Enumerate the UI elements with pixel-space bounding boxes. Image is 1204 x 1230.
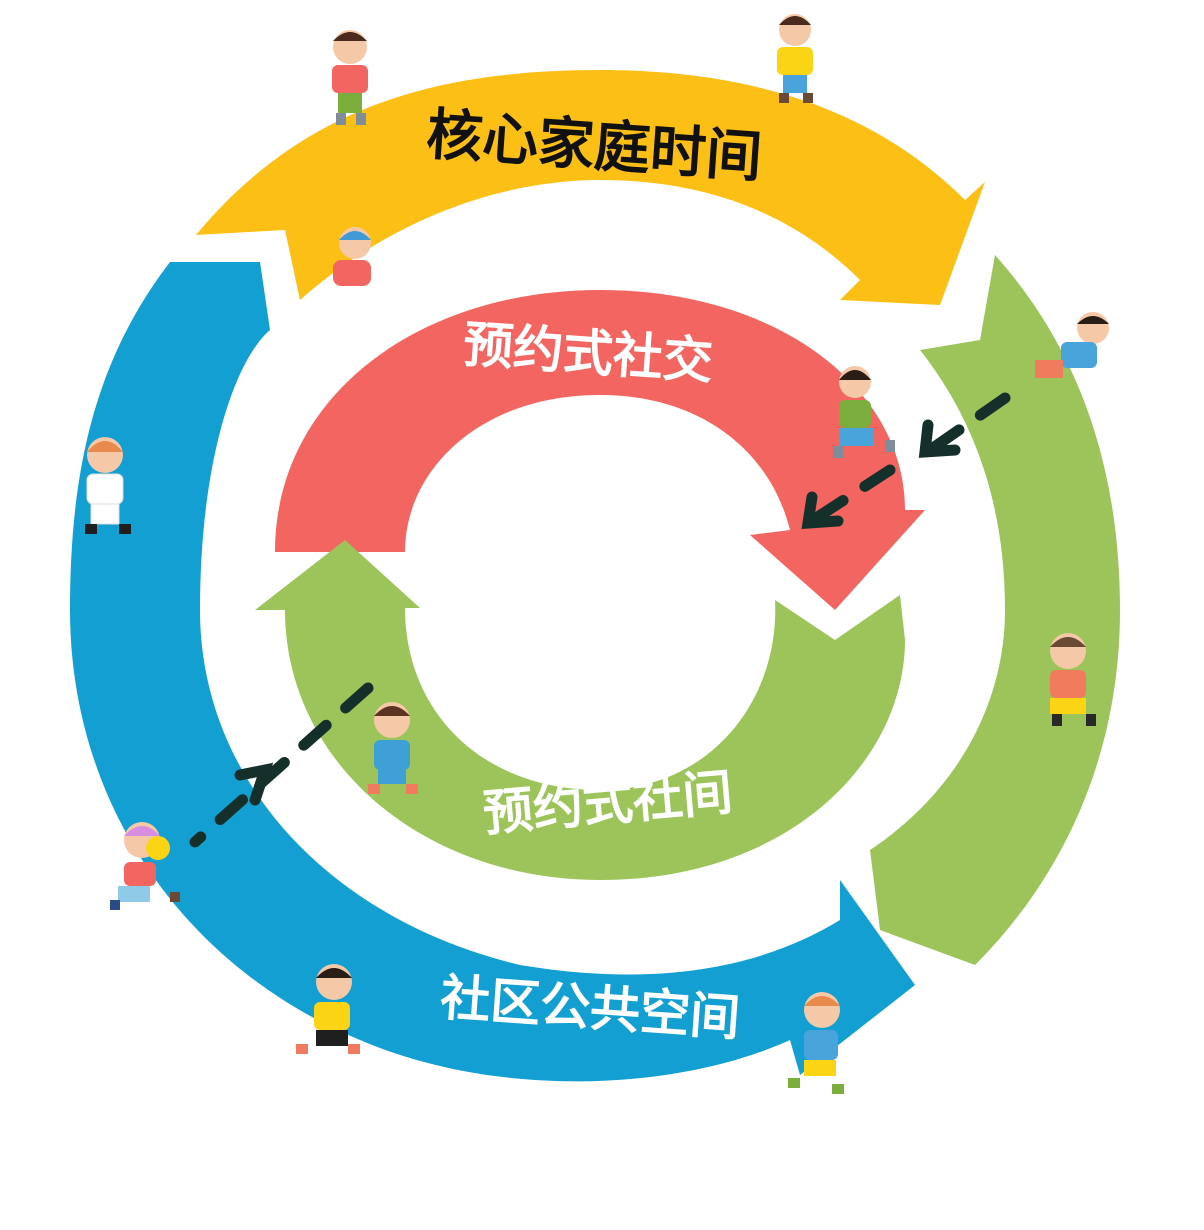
inner-arc-scheduled-community bbox=[255, 540, 905, 880]
dashed-arrow-right-upper bbox=[918, 392, 1011, 458]
dashed-arrow-left bbox=[189, 682, 374, 848]
outer-arc-community-public-space bbox=[70, 262, 915, 1082]
child-figure bbox=[777, 14, 813, 103]
child-figure bbox=[1035, 312, 1109, 378]
child-figure bbox=[85, 437, 131, 534]
child-figure bbox=[296, 964, 360, 1054]
child-figure bbox=[333, 227, 371, 286]
child-figure bbox=[368, 702, 418, 794]
outer-arc-core-family-time bbox=[196, 70, 985, 305]
child-figure bbox=[110, 822, 180, 910]
child-figure bbox=[332, 30, 368, 125]
inner-arc-scheduled-social bbox=[275, 290, 925, 610]
outer-arc-right-green bbox=[870, 255, 1120, 965]
child-figure bbox=[788, 992, 844, 1094]
dashed-arrow-right-lower bbox=[801, 464, 896, 529]
child-figure bbox=[833, 366, 895, 458]
child-figure bbox=[1050, 633, 1096, 726]
